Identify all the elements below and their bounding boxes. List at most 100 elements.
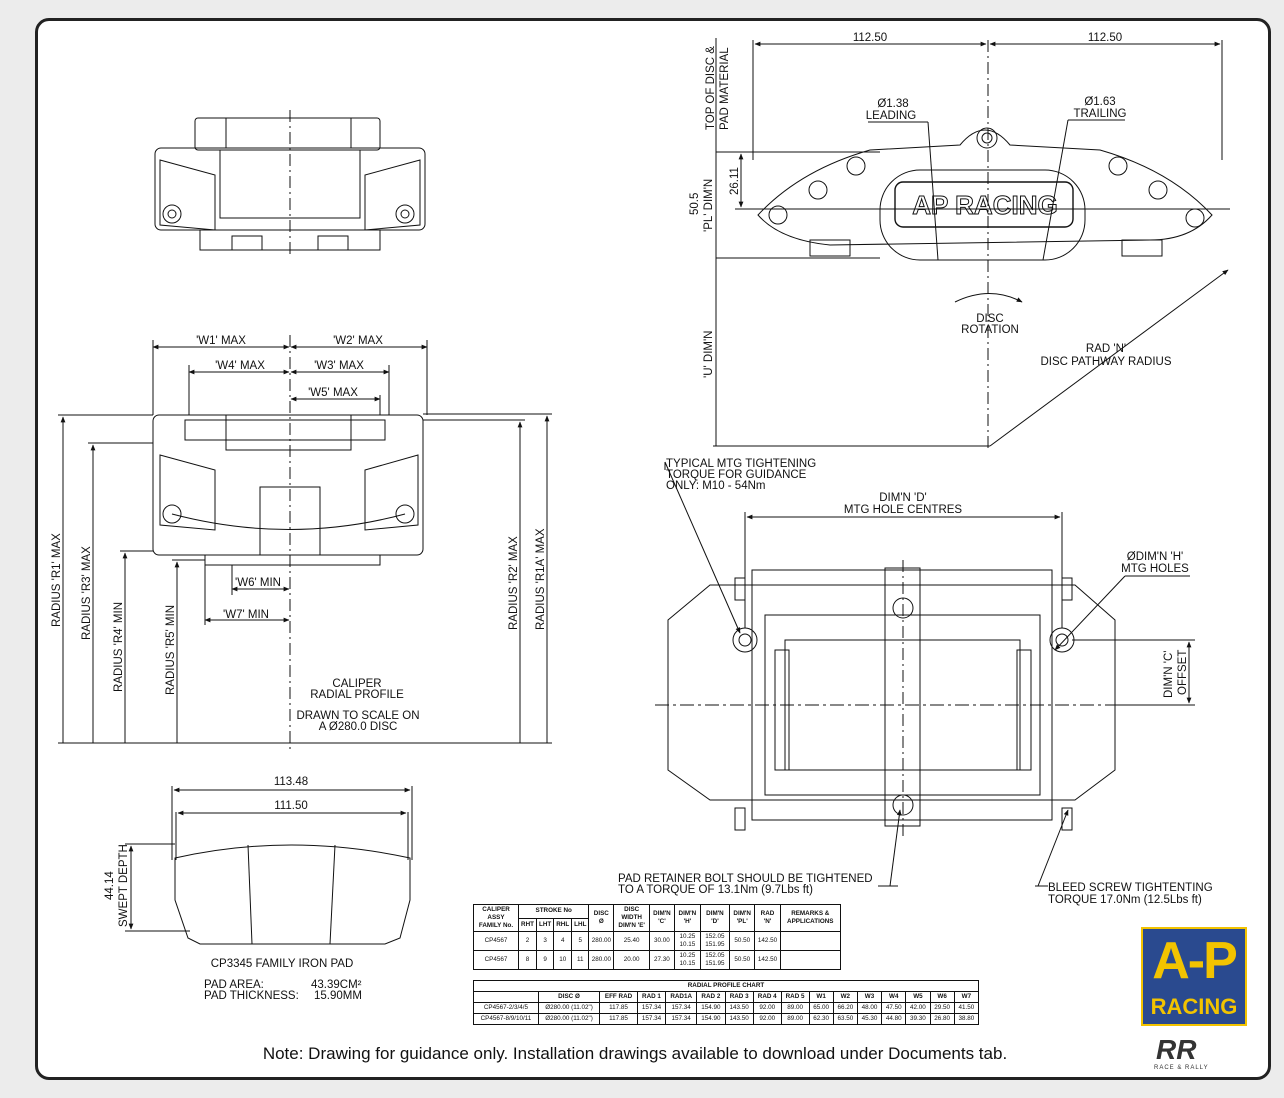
table-cell: 89.00 [780, 1013, 810, 1025]
table-cell: CP4567-2/3/4/5 [473, 1002, 539, 1014]
caliper-spec-table: CALIPER ASSY FAMILY No. STROKE No DISC Ø… [472, 904, 842, 970]
th-stroke: STROKE No [518, 904, 590, 919]
caption-scale: DRAWN TO SCALE ON [296, 710, 419, 722]
table-cell: 9 [535, 950, 555, 970]
table-cell: 142.50 [754, 950, 781, 970]
rr-logo-sub: RACE & RALLY [1154, 1065, 1209, 1071]
table-cell: 41.50 [953, 1002, 980, 1014]
disc-rotation-1: DISC [976, 313, 1003, 325]
table-header: W6 [929, 991, 955, 1003]
dim-112-right: 112.50 [1088, 32, 1122, 44]
torque-note-1: TYPICAL MTG TIGHTENING [666, 458, 816, 470]
torque-note-2: TORQUE FOR GUIDANCE [666, 469, 807, 481]
table-cell: 157.34 [636, 1013, 667, 1025]
table-title: RADIAL PROFILE CHART [473, 980, 979, 992]
trailing-label: TRAILING [1073, 108, 1126, 120]
table-cell: 280.00 [588, 931, 615, 951]
table-cell: 10.25 10.15 [673, 931, 701, 951]
table-cell: 45.30 [856, 1013, 883, 1025]
table-cell: 142.50 [754, 931, 781, 951]
table-cell: 154.90 [696, 1002, 726, 1014]
pad-dim-outer: 113.48 [274, 776, 308, 788]
th-pl: DIM'N 'PL' [728, 904, 756, 932]
caliper-radial-profile [58, 335, 552, 750]
ap-racing-logo: A-P RACING [1141, 927, 1247, 1026]
table-cell: 143.50 [724, 1013, 754, 1025]
top-disc-label-2: PAD MATERIAL [719, 47, 731, 130]
table-cell: 27.30 [649, 950, 675, 970]
trailing-dia: Ø1.63 [1084, 96, 1115, 108]
caliper-side-view [713, 38, 1230, 450]
caption-radial-profile: RADIAL PROFILE [310, 689, 404, 701]
table-header: W5 [905, 991, 931, 1003]
table-cell: 44.80 [881, 1013, 907, 1025]
table-cell: CP4567 [472, 950, 520, 970]
table-header: W3 [856, 991, 883, 1003]
pad-thickness-value: 15.90MM [314, 990, 362, 1002]
table-cell: Ø280.00 (11.02") [537, 1013, 601, 1025]
table-header: W2 [832, 991, 858, 1003]
th-c: DIM'N 'C' [649, 904, 675, 932]
table-cell: 5 [571, 931, 590, 951]
pad-thickness-label: PAD THICKNESS: [204, 990, 299, 1002]
table-cell: 280.00 [588, 950, 615, 970]
table-cell: 8 [518, 950, 537, 970]
table-header: RAD 2 [696, 991, 726, 1003]
table-header: RAD 4 [752, 991, 782, 1003]
pl-label: 'PL' DIM'N [703, 179, 715, 232]
th-rht: RHT [518, 917, 537, 932]
table-cell [779, 950, 842, 970]
w2-label: 'W2' MAX [333, 335, 383, 347]
table-cell: 20.00 [613, 950, 651, 970]
table-cell: 152.05 151.95 [699, 950, 730, 970]
table-cell: 29.50 [929, 1002, 955, 1014]
drawing-sheet [35, 18, 1271, 1080]
caliper-mounting-view [655, 461, 1195, 887]
table-cell: 50.50 [728, 950, 756, 970]
pad-area-value: 43.39CM² [311, 979, 362, 991]
caption-caliper: CALIPER [332, 678, 381, 690]
table-cell: 154.90 [696, 1013, 726, 1025]
table-cell: 42.00 [905, 1002, 931, 1014]
table-cell: 157.34 [636, 1002, 667, 1014]
table-cell: 157.34 [665, 1002, 698, 1014]
table-cell: 65.00 [808, 1002, 834, 1014]
table-cell: 63.50 [832, 1013, 858, 1025]
body-brand-text: AP RACING [912, 190, 1057, 220]
guidance-note: Note: Drawing for guidance only. Install… [262, 1044, 1008, 1063]
u-label: 'U' DIM'N [703, 331, 715, 378]
dim-c-label: DIM'N 'C' [1163, 651, 1175, 698]
table-cell: CP4567-8/9/10/11 [473, 1013, 539, 1025]
ap-logo-mark: A-P [1152, 932, 1238, 990]
table-cell [779, 931, 842, 951]
rr-logo-mark: RR [1156, 1034, 1197, 1065]
rad-n-1: RAD 'N' [1086, 343, 1126, 355]
th-d: DIM'N 'D' [699, 904, 730, 932]
dim-h-desc: MTG HOLES [1121, 563, 1189, 575]
table-cell: 4 [553, 931, 573, 951]
dim-d-desc: MTG HOLE CENTRES [844, 504, 963, 516]
dim-c-desc: OFFSET [1177, 650, 1189, 695]
retainer-note-2: TO A TORQUE OF 13.1Nm (9.7Lbs ft) [618, 884, 813, 896]
table-cell: 10 [553, 950, 573, 970]
brake-pad-outline [125, 786, 413, 945]
pad-depth-label: SWEPT DEPTH [118, 844, 130, 927]
leading-label: LEADING [866, 110, 917, 122]
table-cell: 92.00 [752, 1002, 782, 1014]
th-lht: LHT [535, 917, 555, 932]
table-cell: 143.50 [724, 1002, 754, 1014]
table-cell: Ø280.00 (11.02") [537, 1002, 601, 1014]
table-header: W4 [881, 991, 907, 1003]
th-remarks: REMARKS & APPLICATIONS [779, 904, 842, 932]
table-header: EFF RAD [599, 991, 638, 1003]
dim-h-label: ØDIM'N 'H' [1127, 551, 1183, 563]
table-header: DISC Ø [537, 991, 601, 1003]
r5-label: RADIUS 'R5' MIN [165, 605, 177, 695]
table-cell: 38.80 [953, 1013, 980, 1025]
pl-value: 50.5 [689, 193, 701, 215]
pad-family: CP3345 FAMILY IRON PAD [211, 958, 354, 970]
